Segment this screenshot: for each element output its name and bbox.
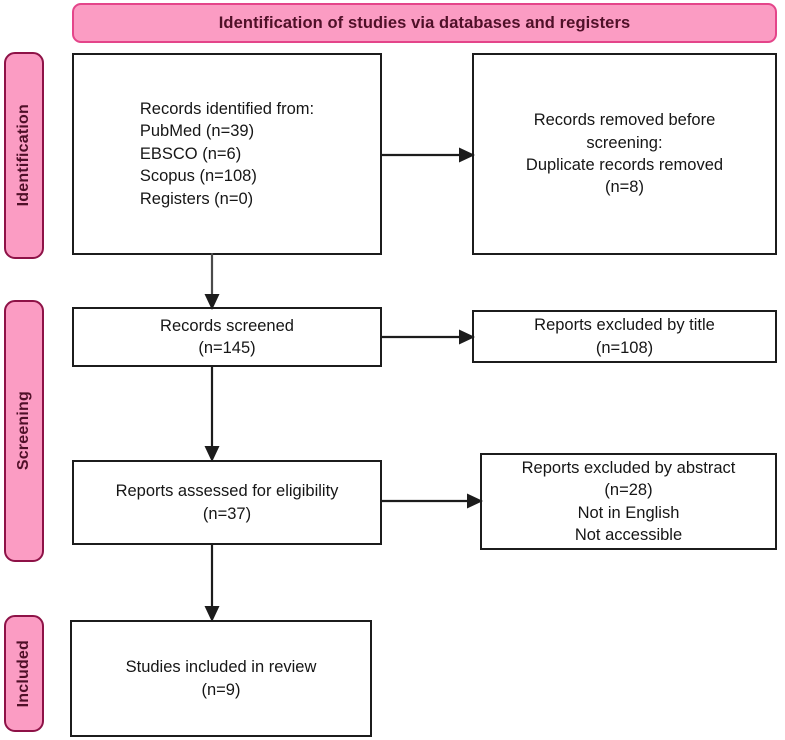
node-records-removed-text: Records removed before screening: Duplic… [525,111,724,197]
node-reports-assessed-for-eligibility: Reports assessed for eligibility (n=37) [72,460,382,545]
stage-label-included: Included [4,615,44,732]
arrow-eligibility-to-excluded-abstract [380,486,484,516]
stage-label-included-text: Included [15,639,32,708]
arrow-screened-to-excluded-title [380,322,476,352]
diagram-header-title: Identification of studies via databases … [218,13,631,32]
node-records-screened-text: Records screened (n=145) [160,316,294,357]
arrow-identified-to-removed [380,140,476,170]
node-reports-excluded-by-title-text: Reports excluded by title (n=108) [534,316,715,357]
node-records-screened: Records screened (n=145) [72,307,382,367]
node-studies-included-in-review: Studies included in review (n=9) [70,620,372,737]
node-reports-excluded-by-abstract: Reports excluded by abstract (n=28) Not … [480,453,777,550]
node-studies-included-in-review-text: Studies included in review (n=9) [125,658,317,699]
diagram-header-banner: Identification of studies via databases … [72,3,777,43]
stage-label-identification-text: Identification [15,104,32,207]
node-reports-excluded-by-abstract-text: Reports excluded by abstract (n=28) Not … [521,458,736,544]
stage-label-screening-text: Screening [15,391,32,471]
stage-label-screening: Screening [4,300,44,562]
arrow-screened-to-eligibility [196,365,228,463]
stage-label-identification: Identification [4,52,44,259]
arrow-identified-to-screened [196,253,228,311]
node-records-identified: Records identified from: PubMed (n=39) E… [72,53,382,255]
node-reports-excluded-by-title: Reports excluded by title (n=108) [472,310,777,363]
node-reports-assessed-for-eligibility-text: Reports assessed for eligibility (n=37) [115,482,339,523]
node-records-removed: Records removed before screening: Duplic… [472,53,777,255]
node-records-identified-text: Records identified from: PubMed (n=39) E… [139,99,315,208]
arrow-eligibility-to-included [196,543,228,623]
